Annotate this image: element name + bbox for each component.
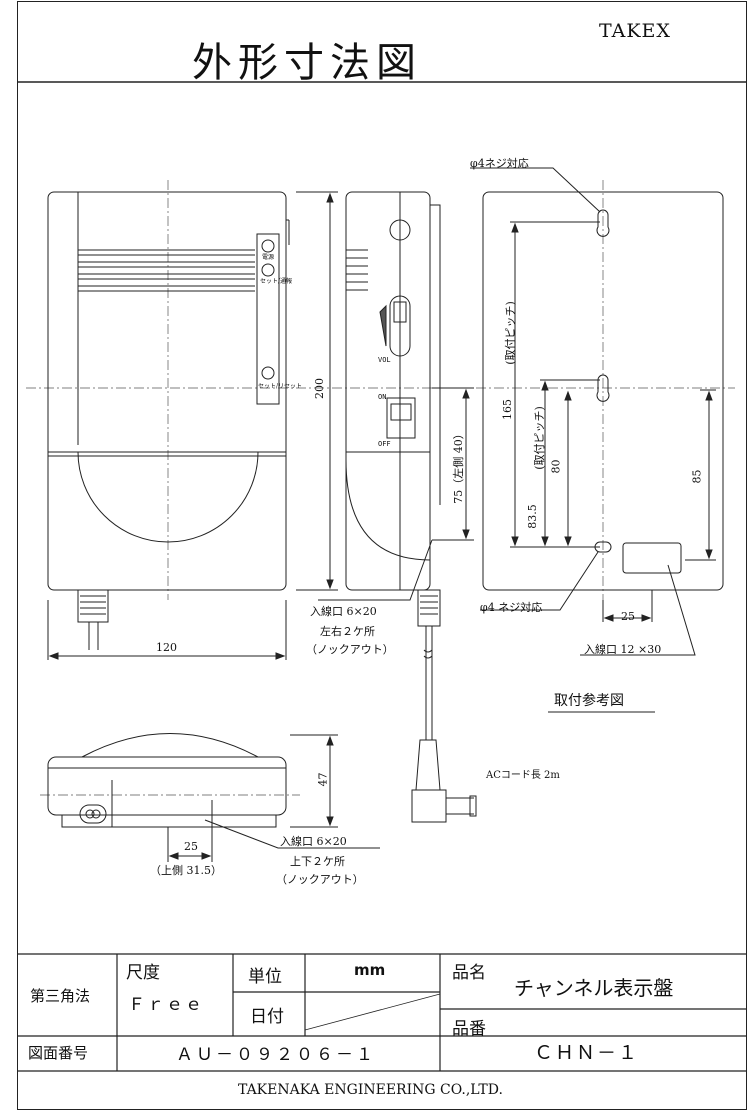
bottom-view: [47, 733, 380, 862]
dim-85: 85: [690, 469, 704, 484]
mount-view: [470, 167, 724, 713]
drawing-sheet: [17, 1, 747, 1110]
product-no-label: 品番: [452, 1019, 486, 1039]
dim-75: 75（左側 40）: [451, 428, 465, 504]
ac-cord-label: ACコード長 2m: [486, 770, 560, 781]
screw-label-top: φ4ネジ対応: [470, 157, 529, 170]
side-entry-sub2: （ノックアウト）: [306, 643, 394, 656]
title-block: [17, 953, 747, 1072]
drawing-title: 外形寸法図: [192, 40, 422, 86]
front-view: [47, 191, 338, 660]
drawing-no: ＡＵ－０９２０６－１: [176, 1045, 376, 1065]
projection-method: 第三角法: [30, 987, 91, 1005]
brand-name: TAKEX: [599, 20, 671, 42]
dim-83-5: 83.5: [525, 504, 539, 529]
led-label-power: 電源: [262, 254, 275, 261]
drawing-no-label: 図面番号: [28, 1044, 89, 1062]
dim-height-200: 200: [313, 378, 326, 399]
date-label: 日付: [250, 1007, 284, 1027]
unit-label: 単位: [248, 967, 282, 987]
dim-165: 165: [501, 399, 514, 420]
mount-entry-label: 入線口 12 ×30: [584, 643, 662, 656]
side-entry-sub1: 左右２ケ所: [320, 625, 375, 638]
top-side-note: （上側 31.5）: [150, 864, 222, 877]
pitch-label-1: (取付ピッチ): [503, 301, 517, 365]
dim-25-bottom: 25: [184, 840, 198, 853]
led-label-set-alarm: セット/通報: [260, 278, 293, 285]
mount-caption: 取付参考図: [554, 693, 624, 709]
bottom-entry-sub1: 上下２ケ所: [290, 855, 345, 868]
off-label: OFF: [378, 440, 391, 448]
company-name: TAKENAKA ENGINEERING CO.,LTD.: [238, 1082, 503, 1098]
dim-80: 80: [549, 459, 563, 474]
scale-value: Ｆｒｅｅ: [128, 995, 204, 1015]
scale-label: 尺度: [126, 963, 160, 983]
product-name-label: 品名: [452, 963, 486, 983]
on-label: ON: [378, 393, 387, 401]
dim-25-mount: 25: [621, 610, 635, 623]
bottom-entry-sub2: （ノックアウト）: [276, 873, 364, 886]
bottom-entry-label: 入線口 6×20: [280, 835, 347, 848]
unit-value: mm: [354, 961, 386, 979]
screw-label-bottom: φ4 ネジ対応: [480, 601, 543, 614]
side-entry-label: 入線口 6×20: [310, 605, 377, 618]
product-name: チャンネル表示盤: [514, 976, 674, 1000]
dim-width-120: 120: [156, 641, 177, 654]
dim-47: 47: [316, 772, 330, 787]
led-label-set-reset: セット/リセット: [258, 383, 303, 390]
product-no: ＣＨＮ－１: [534, 1042, 640, 1064]
side-view: [318, 191, 477, 823]
vol-label: VOL: [378, 356, 391, 364]
pitch-label-2: (取付ピッチ): [532, 406, 546, 470]
